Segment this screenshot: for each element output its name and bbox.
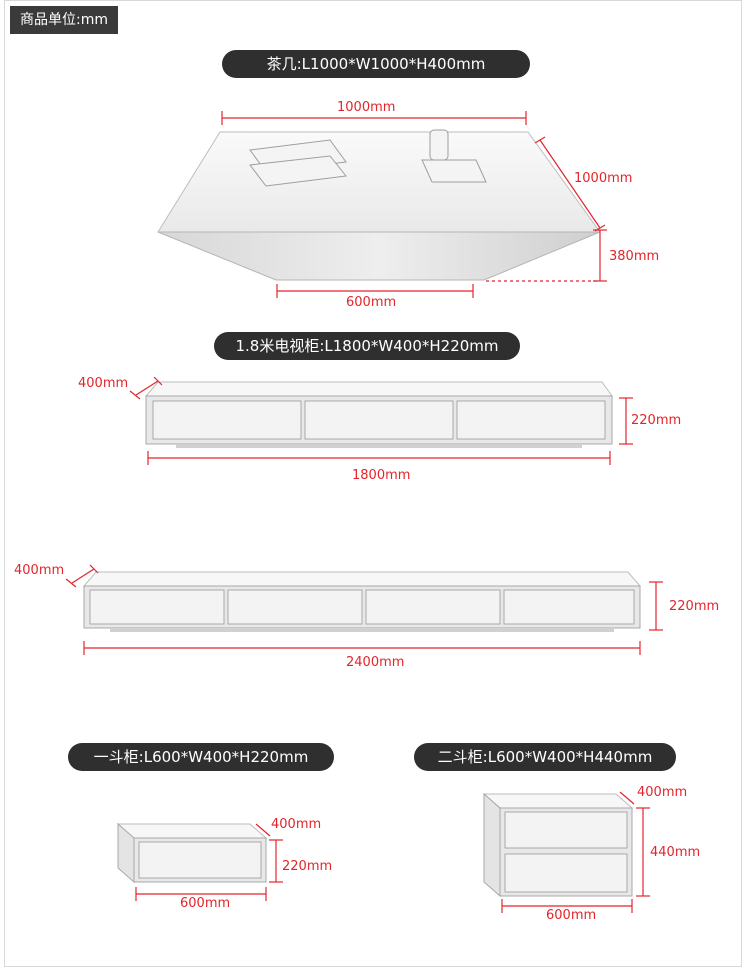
unit-label: 商品单位:mm (10, 6, 118, 34)
one-drawer-height-dim: 220mm (282, 859, 333, 874)
tv-cabinet-18-length-dim: 1800mm (352, 468, 411, 483)
tv-cabinet-24-drawing (82, 571, 642, 632)
tv-cabinet-18-title: 1.8米电视柜:L1800*W400*H220mm (214, 332, 520, 360)
coffee-table-width-dim: 1000mm (574, 171, 633, 186)
coffee-table-drawing (157, 129, 601, 281)
tv-cabinet-24-length-dim: 2400mm (346, 655, 405, 670)
tv-cabinet-18-dimension-lines (129, 376, 633, 465)
coffee-table-dimension-lines (221, 111, 607, 298)
two-drawer-height-dim: 440mm (650, 845, 701, 860)
one-drawer-length-dim: 600mm (180, 896, 231, 911)
tv-cabinet-24-height-dim: 220mm (669, 599, 720, 614)
tv-cabinet-18-height-dim: 220mm (631, 413, 682, 428)
two-drawer-drawing (482, 792, 634, 898)
two-drawer-length-dim: 600mm (546, 908, 597, 923)
one-drawer-drawing (116, 822, 268, 884)
coffee-table-title: 茶几:L1000*W1000*H400mm (222, 50, 530, 78)
coffee-table-base-dim: 600mm (346, 295, 397, 310)
two-drawer-dimension-lines (501, 791, 650, 913)
one-drawer-title: 一斗柜:L600*W400*H220mm (68, 743, 334, 771)
tv-cabinet-18-depth-dim: 400mm (78, 376, 129, 391)
coffee-table-height-dim: 380mm (609, 249, 660, 264)
tv-cabinet-24-depth-dim: 400mm (14, 563, 65, 578)
two-drawer-depth-dim: 400mm (637, 785, 688, 800)
tv-cabinet-24-dimension-lines (65, 564, 663, 655)
tv-cabinet-18-drawing (144, 381, 613, 448)
two-drawer-title: 二斗柜:L600*W400*H440mm (414, 743, 676, 771)
one-drawer-depth-dim: 400mm (271, 817, 322, 832)
one-drawer-dimension-lines (135, 823, 283, 901)
page-frame (4, 0, 742, 967)
coffee-table-length-dim: 1000mm (337, 100, 396, 115)
